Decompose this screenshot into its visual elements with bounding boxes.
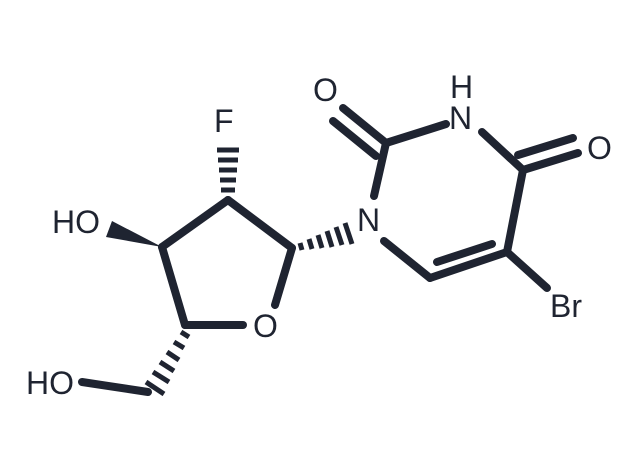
bond-c2-c3 [158, 196, 232, 251]
bond-c5-c6 [426, 248, 511, 282]
bond-c4-c5 [503, 166, 527, 256]
bond-c4-o4 [519, 149, 582, 174]
atom-ring-oxygen: O [253, 308, 278, 344]
bond-n3-c4 [478, 128, 527, 174]
atom-hydroxyl-5: HO [26, 365, 74, 401]
bond-c4-o4-double [514, 134, 577, 159]
wedge-bond-c3-oh [106, 221, 162, 247]
hashed-bond-c1-n1 [297, 222, 355, 251]
bond-c2-n3 [382, 120, 450, 147]
atom-n3-hydrogen: H [450, 69, 473, 105]
atom-fluorine: F [214, 103, 234, 139]
atom-carbonyl-o4: O [587, 130, 612, 166]
atom-hydroxyl-3: HO [52, 204, 100, 240]
bond-c6-n1 [380, 237, 434, 282]
bond-c2-o2-double [329, 117, 380, 160]
bond-c5-o5 [78, 378, 152, 396]
hashed-bond-c2-f [217, 147, 239, 193]
bond-c5-br [503, 248, 551, 292]
bond-o4-c1 [271, 244, 296, 309]
hashed-bond-c4-c5 [144, 329, 191, 397]
bond-c1-c2 [224, 196, 296, 252]
atom-carbonyl-o2: O [313, 72, 338, 108]
atom-bromine: Br [550, 288, 582, 324]
bond-c3-c4 [158, 243, 189, 329]
bond-c5-c6-double [433, 240, 496, 266]
atom-n3: N [449, 100, 472, 136]
bond-c2-o2 [339, 104, 390, 147]
atom-n1: N [357, 202, 380, 238]
bond-n1-c2 [370, 139, 390, 200]
